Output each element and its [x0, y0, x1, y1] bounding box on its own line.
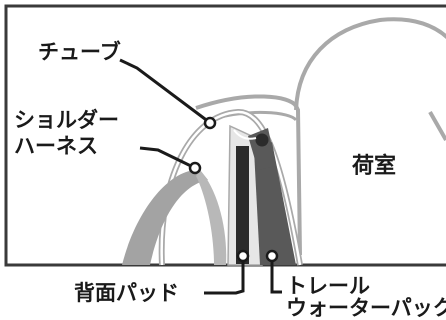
tube-leader-dot	[203, 116, 217, 130]
trail-pack-leader-line	[270, 260, 282, 294]
compartment-label: 荷室	[352, 153, 396, 179]
backpack-illustration	[122, 17, 446, 266]
trail-pack-label-line1: トレール	[286, 274, 370, 298]
harness-leader-line	[139, 146, 194, 169]
tube-connector-dot	[255, 133, 269, 147]
shoulder-harness-inner	[196, 170, 227, 265]
tube-label: チューブ	[38, 40, 121, 64]
shoulder-harness-shape	[122, 169, 208, 265]
shoulder-harness-label-line2: ハーネス	[14, 134, 98, 158]
trail-pack-leader-dot	[265, 249, 279, 263]
pack-right-edge	[428, 111, 446, 141]
back-pad-leader-line	[204, 259, 245, 295]
trail-water-pack	[254, 142, 296, 265]
callout-leaders	[119, 58, 282, 295]
back-pad-label: 背面パッド	[74, 281, 179, 305]
tube-entry-line	[233, 129, 257, 140]
back-pad-leader-dot	[236, 249, 250, 263]
tube-leader-line	[119, 58, 210, 124]
pack-top-outline	[294, 17, 446, 111]
figure-frame	[4, 4, 446, 267]
trail-pack-label-line2: ウォーターパック	[286, 296, 446, 320]
shoulder-harness-label-line1: ショルダー	[14, 108, 119, 132]
harness-leader-dot	[188, 161, 202, 175]
back-pad	[236, 146, 249, 264]
